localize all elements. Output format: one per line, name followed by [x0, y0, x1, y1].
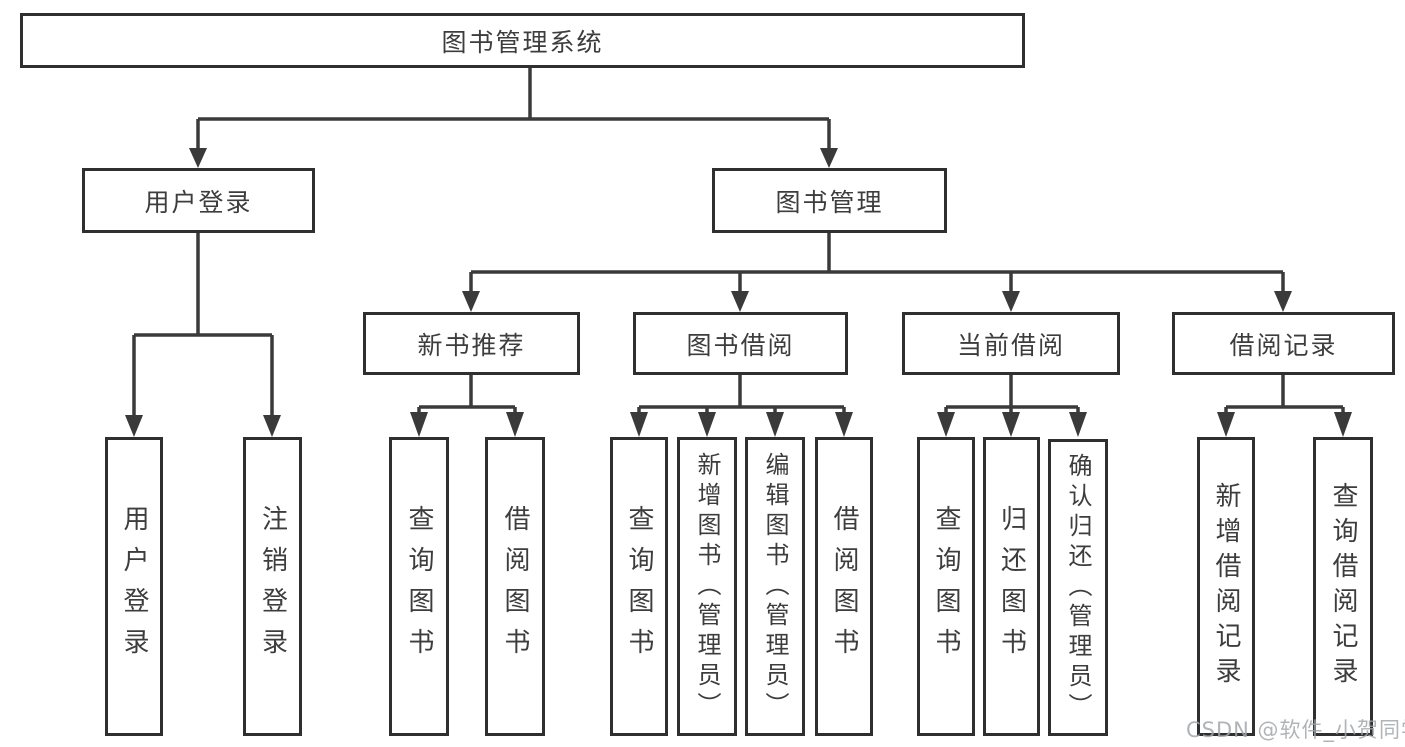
node-book-borrowing-label: 图书借阅	[686, 330, 795, 360]
node-library-system: 图书管理系统	[20, 13, 1025, 68]
leaf-add-books-admin-label: 新增图书（管理员）	[693, 451, 721, 722]
leaf-add-books-admin: 新增图书（管理员）	[677, 437, 737, 736]
leaf-confirm-return-admin-label: 确认归还（管理员）	[1064, 452, 1092, 723]
leaf-borrow-books: 借阅图书	[815, 437, 873, 736]
leaf-borrow-books-recommend: 借阅图书	[485, 437, 545, 736]
leaf-add-borrow-record: 新增借阅记录	[1197, 437, 1255, 736]
node-book-borrowing: 图书借阅	[633, 312, 848, 375]
leaf-borrow-books-label: 借阅图书	[829, 504, 859, 669]
leaf-query-books-borrow-label: 查询图书	[624, 504, 654, 669]
leaf-edit-books-admin: 编辑图书（管理员）	[745, 437, 805, 736]
node-user-login-label: 用户登录	[144, 187, 253, 217]
leaf-query-books-recommend: 查询图书	[389, 437, 449, 736]
leaf-return-books-label: 归还图书	[996, 504, 1027, 669]
leaf-query-books-current-label: 查询图书	[931, 504, 961, 669]
node-borrowing-records: 借阅记录	[1172, 312, 1395, 375]
leaf-borrow-books-recommend-label: 借阅图书	[500, 504, 530, 669]
csdn-watermark: CSDN @软件_小贺同学	[1186, 718, 1405, 742]
node-current-borrowing-label: 当前借阅	[956, 330, 1065, 360]
node-new-book-recommendation-label: 新书推荐	[417, 330, 526, 360]
connector-borrow-record-children	[1217, 375, 1352, 437]
leaf-query-books-recommend-label: 查询图书	[404, 504, 434, 669]
connector-current-borrow-children	[937, 375, 1087, 437]
leaf-query-books-current: 查询图书	[917, 437, 975, 736]
leaf-logout-login-label: 注销登录	[257, 504, 288, 669]
node-library-system-label: 图书管理系统	[441, 27, 604, 57]
leaf-return-books: 归还图书	[983, 437, 1040, 736]
leaf-logout-login: 注销登录	[243, 437, 302, 736]
node-borrowing-records-label: 借阅记录	[1229, 330, 1338, 360]
leaf-user-login-label: 用户登录	[119, 504, 149, 669]
leaf-user-login: 用户登录	[105, 437, 163, 736]
node-book-management-label: 图书管理	[775, 187, 884, 217]
node-current-borrowing: 当前借阅	[902, 312, 1120, 375]
node-user-login: 用户登录	[82, 168, 315, 233]
leaf-query-books-borrow: 查询图书	[610, 437, 668, 736]
leaf-add-borrow-record-label: 新增借阅记录	[1211, 481, 1241, 692]
leaf-query-borrow-record-label: 查询借阅记录	[1328, 481, 1358, 692]
leaf-confirm-return-admin: 确认归还（管理员）	[1048, 439, 1108, 736]
node-book-management: 图书管理	[712, 168, 947, 233]
connector-user-login-children	[125, 233, 281, 437]
connector-book-borrow-children	[630, 375, 853, 437]
leaf-edit-books-admin-label: 编辑图书（管理员）	[761, 451, 789, 722]
connector-new-book-children	[410, 375, 524, 437]
node-new-book-recommendation: 新书推荐	[363, 312, 580, 375]
connector-book-management-to-level3	[462, 233, 1292, 312]
leaf-query-borrow-record: 查询借阅记录	[1313, 437, 1373, 736]
connector-root-to-level2	[189, 68, 838, 168]
